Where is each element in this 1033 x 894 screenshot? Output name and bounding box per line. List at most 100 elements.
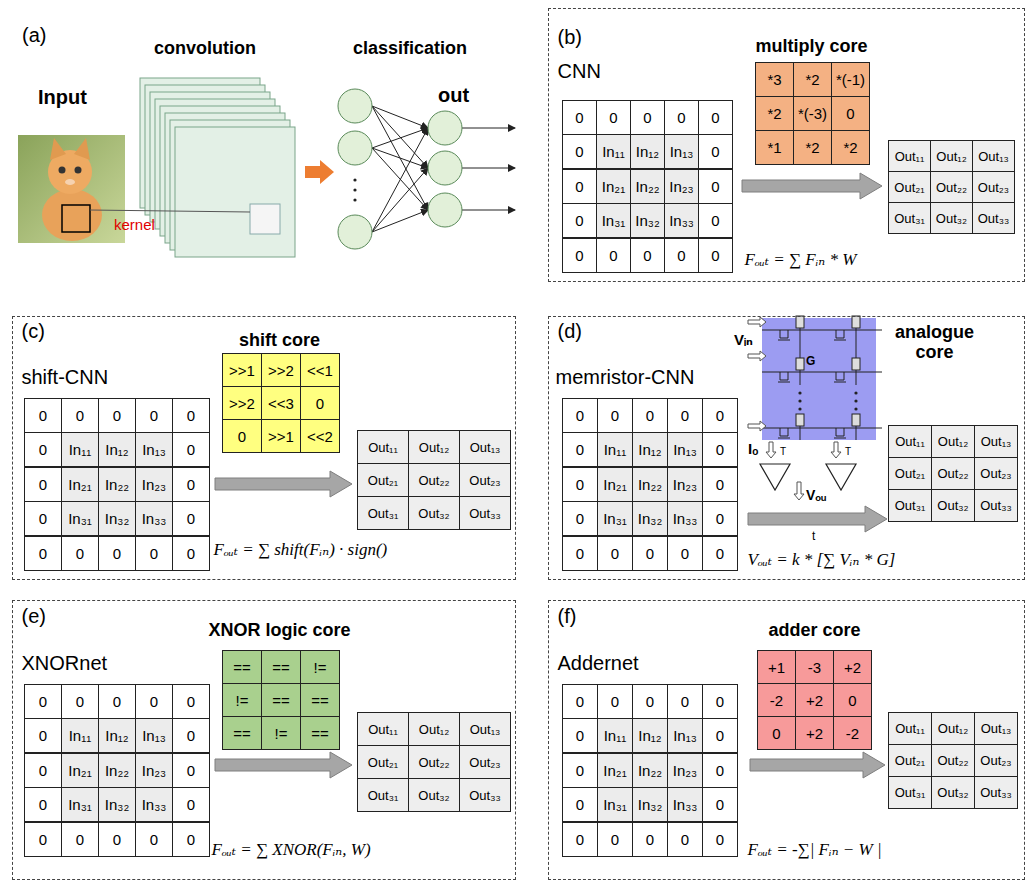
- kernel-label: kernel: [114, 216, 155, 233]
- output-cell: Out₃₃: [459, 778, 511, 812]
- kernel-cell: !=: [300, 650, 340, 684]
- kernel-cell: ==: [300, 683, 340, 717]
- input-cell: 0: [172, 718, 210, 753]
- input-cell: 0: [562, 787, 598, 822]
- output-cell: Out₁₃: [974, 712, 1018, 745]
- kernel-cell: 0: [300, 386, 340, 420]
- output-cell: Out₁₃: [459, 712, 511, 746]
- input-cell: 0: [667, 398, 703, 433]
- memristor-crossbar: [834, 428, 846, 438]
- input-cell: 0: [632, 398, 668, 433]
- input-cell: 0: [135, 398, 173, 433]
- input-cell: 0: [562, 203, 597, 238]
- output-cell: Out₃₃: [974, 776, 1018, 809]
- formula: Fₒᵤₜ = ∑ shift(Fᵢₙ) · sign(): [214, 540, 388, 560]
- input-cell: 0: [24, 432, 62, 467]
- input-cell: In₃₁: [597, 501, 633, 536]
- input-cell: In₃₃: [135, 787, 173, 822]
- input-cell: In₂₃: [135, 467, 173, 502]
- input-cell: 0: [172, 753, 210, 788]
- kernel-cell: -3: [795, 650, 834, 684]
- conductance-label: G: [806, 355, 815, 369]
- output-cell: Out₂₂: [930, 171, 973, 203]
- input-cell: 0: [135, 684, 173, 719]
- input-cell: 0: [172, 787, 210, 822]
- input-cell: 0: [24, 684, 62, 719]
- core-title: analogue core: [880, 322, 990, 363]
- classifier-network: [372, 128, 428, 232]
- kernel-cell: ==: [261, 650, 301, 684]
- input-cell: 0: [562, 501, 598, 536]
- input-cell: 0: [702, 684, 738, 719]
- input-cell: 0: [172, 501, 210, 536]
- output-cell: Out₃₂: [931, 776, 975, 809]
- output-cell: Out₂₃: [459, 745, 511, 779]
- memristor-crossbar: [766, 442, 776, 458]
- memristor-crossbar: [762, 318, 876, 440]
- output-cell: Out₃₂: [931, 489, 975, 522]
- input-cell: 0: [24, 718, 62, 753]
- formula: Fₒᵤₜ = ∑ XNOR(Fᵢₙ, W): [212, 840, 371, 860]
- input-cell: 0: [667, 536, 703, 571]
- network-name: CNN: [558, 60, 601, 83]
- memristor-crossbar: [778, 330, 790, 340]
- memristor-crossbar: [796, 414, 804, 426]
- input-cell: In₂₃: [135, 753, 173, 788]
- kernel-cell: >>2: [222, 386, 262, 420]
- output-cell: Out₃₁: [888, 489, 932, 522]
- grey-block-arrow: [742, 173, 882, 199]
- network-name: Addernet: [558, 652, 639, 675]
- input-cell: In₁₃: [135, 432, 173, 467]
- memristor-crossbar: [834, 330, 846, 340]
- output-cell: Out₁₂: [931, 425, 975, 458]
- kernel-cell: -2: [757, 683, 796, 717]
- input-cell: In₂₂: [630, 169, 665, 204]
- memristor-crossbar: [852, 358, 860, 370]
- kernel-cell: >>1: [261, 419, 301, 453]
- memristor-crossbar: [798, 391, 801, 394]
- output-label: out: [438, 84, 469, 107]
- kernel-cell: +2: [795, 683, 834, 717]
- input-cell: 0: [562, 753, 598, 788]
- classifier-network: [428, 193, 462, 227]
- input-cell: 0: [172, 398, 210, 433]
- input-cell: 0: [698, 169, 733, 204]
- input-cell: 0: [172, 822, 210, 857]
- kernel-cell: *(-1): [831, 62, 870, 97]
- input-cell: 0: [172, 536, 210, 571]
- core-title: multiply core: [722, 36, 902, 57]
- input-cell: In₂₁: [597, 753, 633, 788]
- input-cell: 0: [702, 753, 738, 788]
- input-cell: In₃₃: [667, 501, 703, 536]
- input-cell: In₂₂: [98, 467, 136, 502]
- output-cell: Out₁₃: [459, 430, 511, 464]
- kernel-cell: +2: [795, 716, 834, 750]
- kernel-cell: <<3: [261, 386, 301, 420]
- input-cell: In₁₁: [61, 432, 99, 467]
- input-cell: 0: [596, 100, 631, 135]
- input-cell: 0: [630, 238, 665, 273]
- input-cell: 0: [702, 467, 738, 502]
- output-cell: Out₁₂: [930, 140, 973, 172]
- classifier-network: [372, 168, 428, 232]
- output-cell: Out₂₃: [974, 744, 1018, 777]
- input-cell: 0: [698, 134, 733, 169]
- output-cell: Out₂₂: [931, 744, 975, 777]
- input-cell: 0: [702, 398, 738, 433]
- input-cell: 0: [664, 238, 699, 273]
- orange-arrow: [305, 160, 334, 184]
- section-title: classification: [340, 38, 480, 59]
- input-cell: 0: [562, 684, 598, 719]
- input-cell: In₁₂: [98, 432, 136, 467]
- output-cell: Out₃₁: [357, 778, 409, 812]
- kernel-cell: *(-3): [793, 96, 832, 131]
- kitten-photo: [65, 179, 75, 185]
- input-cell: 0: [667, 684, 703, 719]
- tia-label: T: [845, 446, 851, 458]
- input-cell: 0: [98, 822, 136, 857]
- input-cell: 0: [632, 822, 668, 857]
- output-cell: Out₃₂: [930, 202, 973, 234]
- panel-letter: (c): [22, 320, 45, 343]
- kernel-cell: !=: [261, 716, 301, 750]
- classifier-network: [462, 128, 515, 129]
